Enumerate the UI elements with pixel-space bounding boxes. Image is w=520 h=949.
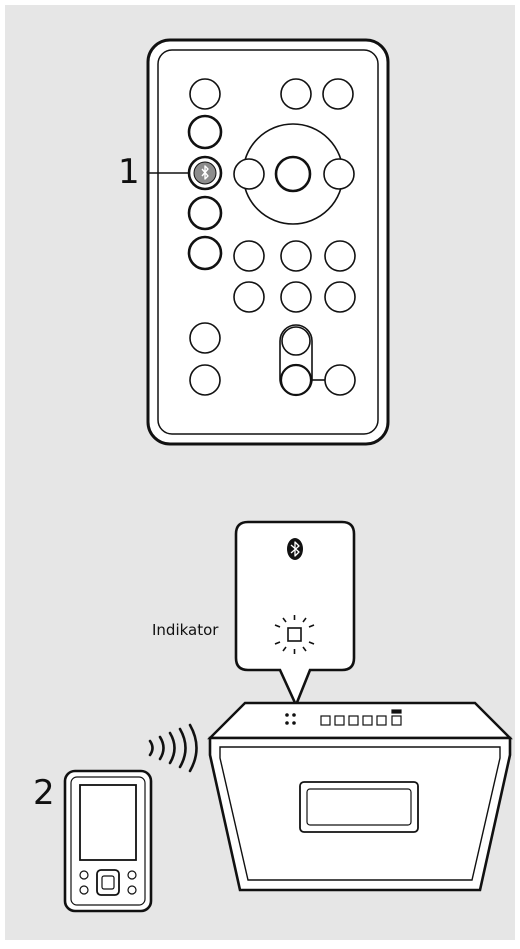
speaker-top-controls	[285, 709, 402, 726]
speaker-unit	[207, 701, 513, 892]
speaker-top-panel	[207, 701, 513, 740]
device-button	[79, 885, 89, 895]
remote-button	[233, 240, 265, 272]
remote-button	[324, 364, 356, 396]
remote-button	[280, 281, 312, 313]
bluetooth-icon	[201, 165, 209, 180]
indicator-dot	[285, 713, 289, 717]
dpad-left-button	[233, 158, 265, 190]
top-button	[334, 715, 345, 726]
remote-button	[189, 78, 221, 110]
volume-down-button	[279, 363, 313, 397]
remote-button	[324, 240, 356, 272]
top-button	[362, 715, 373, 726]
remote-button	[280, 78, 312, 110]
device-button	[127, 885, 137, 895]
indicator-dot	[285, 721, 289, 725]
callout-bubble	[234, 520, 356, 709]
top-mark	[391, 709, 402, 714]
step-number-2: 2	[33, 773, 55, 813]
remote-button	[189, 364, 221, 396]
bluetooth-icon	[287, 538, 303, 560]
dpad-center-button	[274, 155, 312, 193]
remote-button	[233, 281, 265, 313]
remote-button	[280, 240, 312, 272]
mobile-device	[63, 769, 153, 913]
blinking-indicator-icon	[274, 615, 315, 654]
speaker-display-inner	[306, 788, 412, 826]
remote-button	[189, 322, 221, 354]
top-button	[391, 715, 402, 726]
remote-button	[187, 195, 223, 231]
step-number-1: 1	[118, 152, 140, 192]
top-button	[320, 715, 331, 726]
top-button	[376, 715, 387, 726]
wireless-signal-icon	[148, 723, 198, 773]
remote-button	[324, 281, 356, 313]
indicator-dot	[292, 721, 296, 725]
remote-buttons	[187, 78, 356, 397]
remote-button	[322, 78, 354, 110]
top-button	[348, 715, 359, 726]
volume-up-button	[281, 326, 311, 356]
indicator-label: Indikator	[152, 621, 219, 639]
bluetooth-button	[187, 155, 223, 191]
indicator-dot	[292, 713, 296, 717]
device-button	[127, 870, 137, 880]
dpad-right-button	[323, 158, 355, 190]
remote-button	[187, 235, 223, 271]
device-button	[79, 870, 89, 880]
device-screen	[79, 784, 137, 861]
remote-button	[187, 114, 223, 150]
